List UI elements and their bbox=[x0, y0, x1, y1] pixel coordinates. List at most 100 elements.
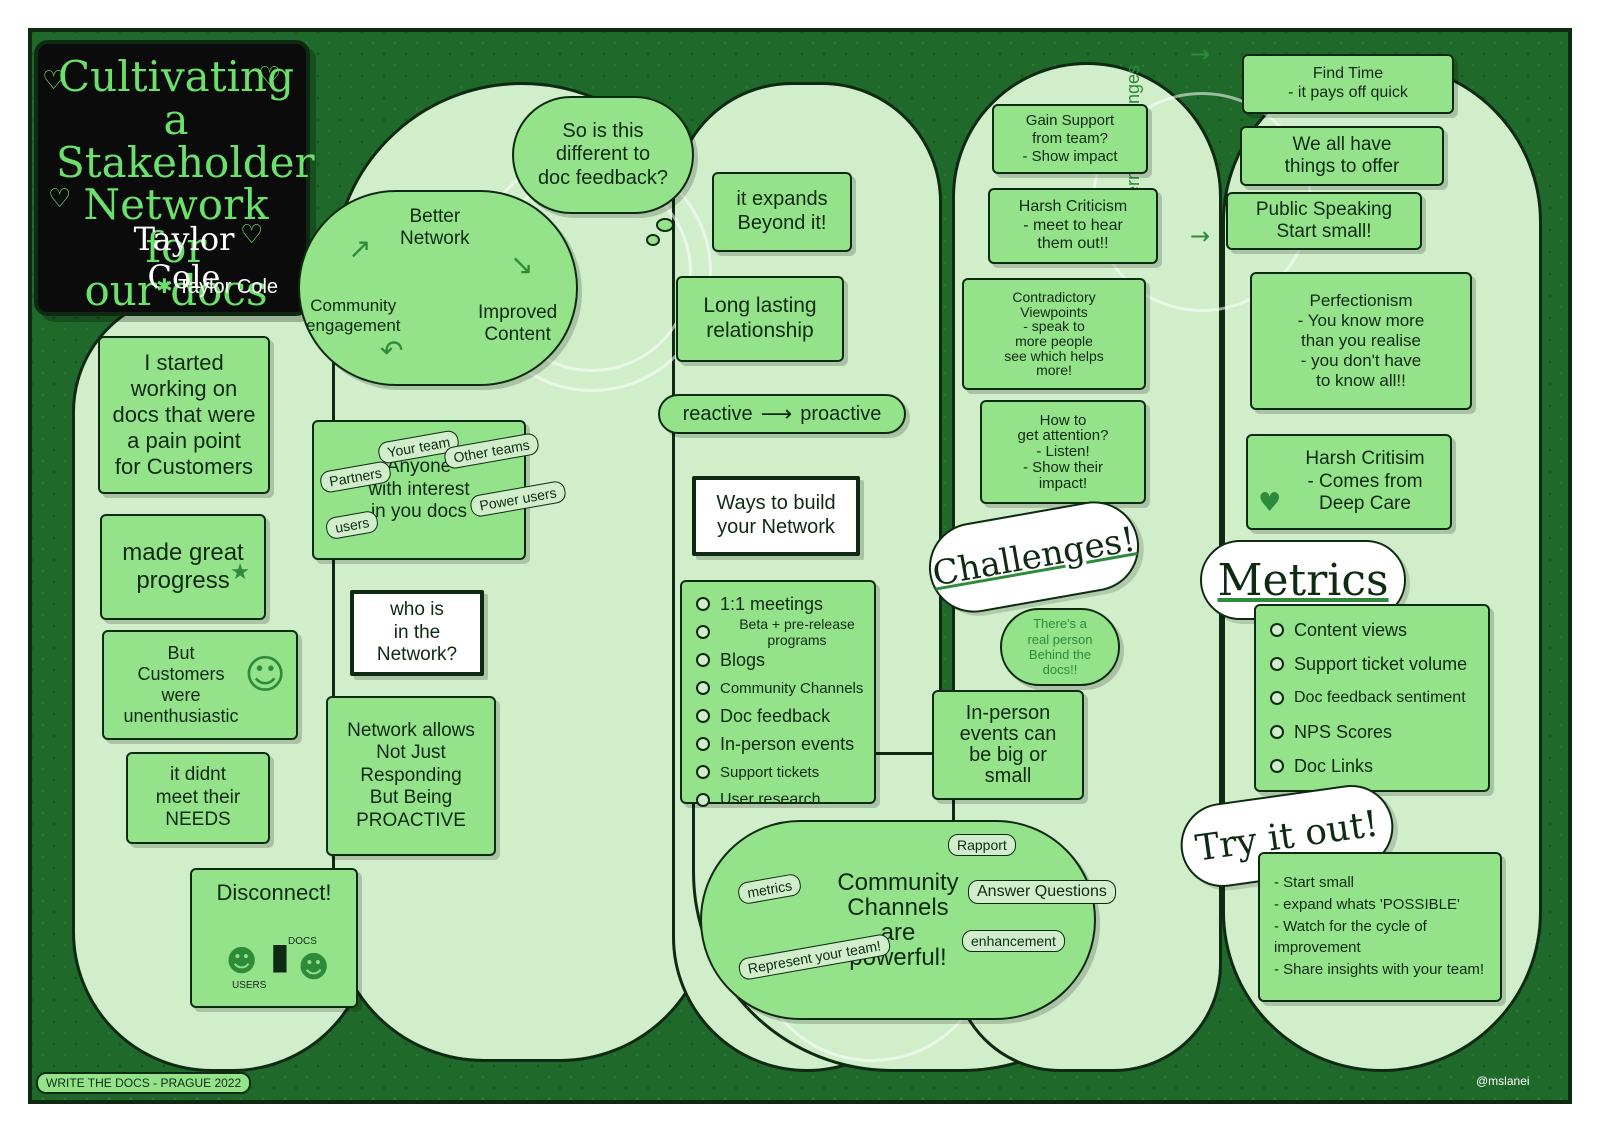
heart-icon: ♡ bbox=[240, 220, 264, 250]
credit-label: @mslanei bbox=[1476, 1074, 1530, 1088]
card-metrics-list: Content views Support ticket volume Doc … bbox=[1254, 604, 1490, 792]
bullet-circle-icon bbox=[1270, 623, 1284, 637]
bullet-circle-icon bbox=[696, 681, 710, 695]
list-item: In-person events bbox=[682, 730, 874, 758]
card-who-in-network: who is in the Network? bbox=[350, 590, 484, 676]
speaker-name: Taylor Cole bbox=[133, 220, 235, 296]
card-text: Public Speaking Start small! bbox=[1255, 198, 1393, 242]
event-label: WRITE THE DOCS - PRAGUE 2022 bbox=[36, 1072, 252, 1094]
cycle-arrow-icon: ↶ bbox=[380, 334, 404, 367]
bullet-circle-icon bbox=[1270, 725, 1284, 739]
card-text: In-person events can be big or small bbox=[959, 702, 1057, 787]
card-text: There's a real person Behind the docs!! bbox=[1027, 616, 1093, 678]
list-item-text: Support tickets bbox=[720, 763, 820, 781]
thought-bubble-dot bbox=[646, 234, 660, 246]
list-item-text: In-person events bbox=[720, 733, 855, 754]
list-item: 1:1 meetings bbox=[682, 590, 874, 618]
cycle-left-label: Community engagement bbox=[306, 296, 401, 335]
heart-icon: ♡ bbox=[42, 66, 66, 96]
card-long-lasting: Long lasting relationship bbox=[676, 276, 844, 362]
list-item: Doc Links bbox=[1256, 749, 1488, 783]
card-text: Find Time - it pays off quick bbox=[1288, 65, 1408, 101]
card-text: How to get attention? - Listen! - Show t… bbox=[1017, 411, 1109, 492]
docs-label: DOCS bbox=[288, 936, 317, 947]
users-figure-icon: ☻ bbox=[226, 944, 258, 979]
card-text: We all have things to offer bbox=[1284, 133, 1400, 177]
card-didnt-meet-needs: it didnt meet their NEEDS bbox=[126, 752, 270, 844]
card-text: But Customers were unenthusiastic bbox=[123, 642, 239, 727]
bullet-circle-icon bbox=[696, 653, 710, 667]
list-item-text: NPS Scores bbox=[1294, 721, 1393, 742]
card-text: I started working on docs that were a pa… bbox=[112, 350, 256, 479]
card-reactive-proactive: reactive ⟶ proactive bbox=[658, 394, 906, 434]
heart-icon: ♡ bbox=[48, 184, 72, 214]
cycle-arrow-icon: ↗ bbox=[348, 232, 372, 265]
card-disconnect: Disconnect! USERS DOCS ☻ ▮ ☻ bbox=[190, 868, 358, 1008]
bullet-circle-icon bbox=[696, 737, 710, 751]
card-text: Harsh Critisim - Comes from Deep Care bbox=[1305, 448, 1425, 515]
star-document-icon: ★ bbox=[230, 560, 250, 585]
talk-title: Cultivating a Stakeholder Network for ou… bbox=[56, 52, 315, 316]
bullet-circle-icon bbox=[1270, 657, 1284, 671]
card-text: who is in the Network? bbox=[376, 599, 458, 666]
wall-divider-icon: ▮ bbox=[270, 936, 290, 977]
arrow-right-icon: ⟶ bbox=[760, 401, 793, 427]
card-text: - Start small - expand whats 'POSSIBLE' … bbox=[1274, 874, 1485, 978]
list-item: Doc feedback sentiment bbox=[1256, 681, 1488, 715]
list-item: Beta + pre-release programs bbox=[682, 616, 874, 648]
card-in-person-events: In-person events can be big or small bbox=[932, 690, 1084, 800]
card-find-time: Find Time - it pays off quick bbox=[1242, 54, 1454, 114]
card-ways-to-build: Ways to build your Network bbox=[692, 476, 860, 556]
arrow-right-icon: → bbox=[1190, 222, 1211, 250]
card-text: it expands Beyond it! bbox=[736, 188, 828, 234]
list-item: Support tickets bbox=[682, 758, 874, 786]
list-item: Doc feedback bbox=[682, 702, 874, 730]
heart-icon: ♡ bbox=[258, 62, 282, 92]
docs-figure-icon: ☻ bbox=[298, 950, 330, 985]
bullet-circle-icon bbox=[696, 765, 710, 779]
card-text: Gain Support from team? - Show impact bbox=[1022, 112, 1118, 165]
cycle-oval: Better Network Improved Content Communit… bbox=[298, 190, 578, 386]
card-harsh-criticism-meet: Harsh Criticism - meet to hear them out!… bbox=[988, 188, 1158, 264]
card-expands: it expands Beyond it! bbox=[712, 172, 852, 252]
card-gain-support: Gain Support from team? - Show impact bbox=[992, 104, 1148, 174]
tag-enhancement: enhancement bbox=[962, 930, 1065, 952]
list-item: Content views bbox=[1256, 613, 1488, 647]
list-item-text: Doc Links bbox=[1294, 755, 1374, 776]
card-contradictory-viewpoints: Contradictory Viewpoints - speak to more… bbox=[962, 278, 1146, 390]
card-unenthusiastic: But Customers were unenthusiastic☺ bbox=[102, 630, 298, 740]
card-harsh-critisim: Harsh Critisim - Comes from Deep Care♥ bbox=[1246, 434, 1452, 530]
users-label: USERS bbox=[232, 980, 267, 991]
speaker-handle-text: Taylor Cole bbox=[177, 276, 279, 298]
card-text: Community Channels are powerful! bbox=[837, 868, 959, 972]
list-item-text: Blogs bbox=[720, 649, 766, 670]
tag-answer-questions: Answer Questions bbox=[968, 880, 1116, 904]
list-item-text: Community Channels bbox=[720, 679, 864, 697]
title-card: Cultivating a Stakeholder Network for ou… bbox=[34, 40, 315, 316]
list-item-text: User research bbox=[720, 791, 821, 808]
challenges-banner-text: Challenges! bbox=[929, 519, 1139, 595]
card-ways-list: 1:1 meetings Beta + pre-release programs… bbox=[680, 580, 876, 808]
person-figure-icon: ☺ bbox=[244, 652, 286, 698]
bullet-circle-icon bbox=[696, 597, 710, 611]
bullet-circle-icon bbox=[696, 625, 710, 639]
list-item-text: 1:1 meetings bbox=[720, 593, 824, 614]
thought-bubble-dot bbox=[656, 218, 674, 232]
arrow-right-icon: → bbox=[1190, 40, 1211, 68]
list-item-text: Content views bbox=[1294, 619, 1408, 640]
list-item-text: Doc feedback bbox=[720, 705, 831, 726]
card-text: Long lasting relationship bbox=[703, 294, 817, 342]
card-public-speaking: Public Speaking Start small! bbox=[1226, 192, 1422, 250]
card-try-list: - Start small - expand whats 'POSSIBLE' … bbox=[1258, 852, 1502, 1002]
community-channels-oval: Community Channels are powerful! bbox=[700, 820, 1096, 1020]
card-network-allows: Network allows Not Just Responding But B… bbox=[326, 696, 496, 856]
thought-bubble: So is this different to doc feedback? bbox=[512, 96, 694, 214]
list-item-text: Beta + pre-release programs bbox=[739, 616, 855, 648]
list-item-text: Support ticket volume bbox=[1294, 653, 1468, 674]
card-started-working: I started working on docs that were a pa… bbox=[98, 336, 270, 494]
card-text: Perfectionism - You know more than you r… bbox=[1297, 290, 1425, 391]
card-get-attention: How to get attention? - Listen! - Show t… bbox=[980, 400, 1146, 504]
card-made-progress: made great progress★ bbox=[100, 514, 266, 620]
card-text: Contradictory Viewpoints - speak to more… bbox=[1004, 288, 1104, 379]
